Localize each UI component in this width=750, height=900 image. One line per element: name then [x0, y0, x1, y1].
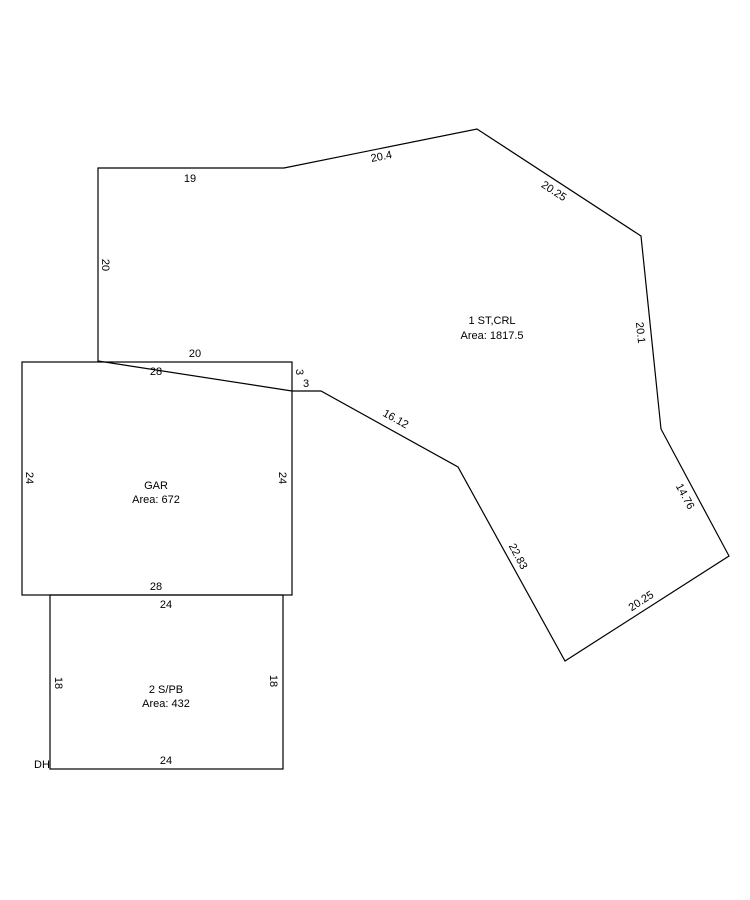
area-name-2spb: 2 S/PB [149, 684, 183, 696]
dim-label: 19 [184, 173, 196, 185]
dim-label: 18 [52, 677, 64, 689]
dim-label: 20 [99, 259, 111, 271]
area-1st-crl-outline[interactable] [97, 128, 730, 662]
area-value-1st: Area: 1817.5 [461, 330, 524, 342]
dim-label: 20.4 [370, 149, 393, 165]
dim-label: 20.1 [633, 321, 647, 344]
area-name-gar: GAR [144, 480, 168, 492]
dim-label: 22.83 [506, 542, 530, 572]
dim-label: 28 [150, 581, 162, 593]
dim-label: 16.12 [381, 407, 411, 431]
dim-label: 24 [276, 472, 288, 484]
dim-label: 24 [23, 472, 35, 484]
dim-label: 20.25 [539, 179, 569, 204]
area-name-1st: 1 ST,CRL [468, 315, 515, 327]
dim-label: 20 [189, 348, 201, 360]
dim-label: 20.25 [627, 589, 657, 614]
dim-label: 3 [303, 378, 309, 390]
dim-label: 24 [160, 755, 172, 767]
dim-label: 28 [150, 366, 162, 378]
area-value-2spb: Area: 432 [142, 698, 190, 710]
area-2spb-outline[interactable] [49, 594, 284, 770]
start-marker-label: DH [34, 759, 50, 771]
dim-label: 24 [160, 599, 172, 611]
dim-label: 18 [267, 675, 279, 687]
area-gar-outline[interactable] [21, 361, 293, 596]
area-value-gar: Area: 672 [132, 494, 180, 506]
dim-label: 3 [293, 369, 305, 375]
dim-label: 14.76 [673, 482, 697, 512]
